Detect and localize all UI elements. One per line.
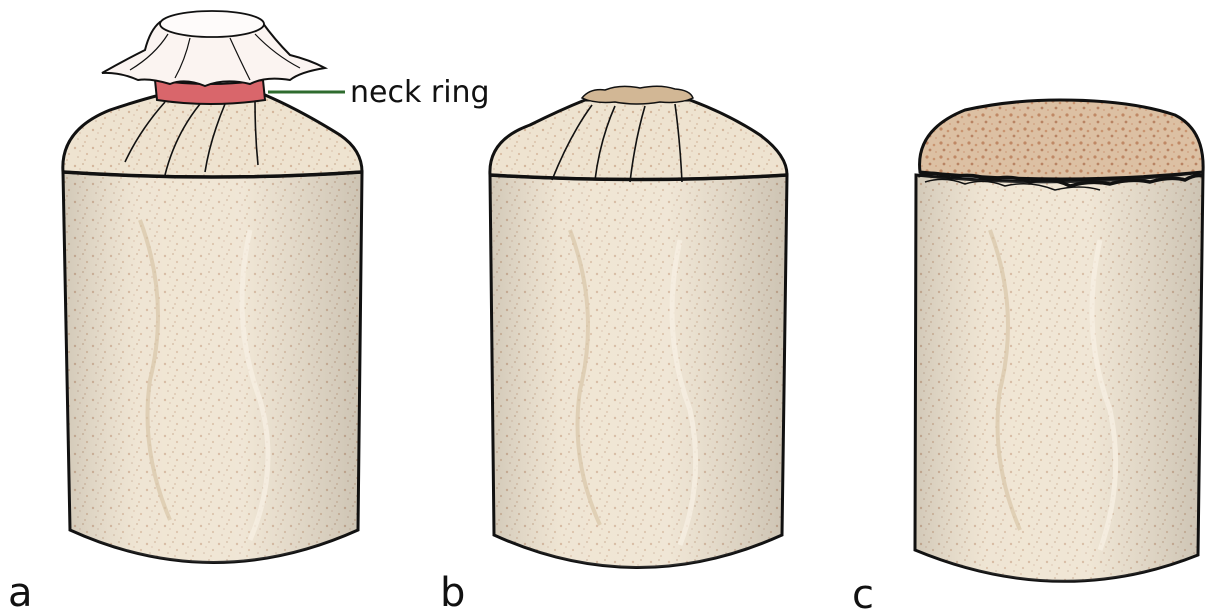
panel-letter-c: c	[852, 572, 874, 614]
bag-shoulder-a	[63, 95, 362, 177]
panel-b: b	[440, 86, 787, 614]
panel-c: c	[852, 100, 1203, 614]
panel-a: neck ring a	[8, 11, 490, 614]
panel-letter-b: b	[440, 570, 465, 614]
panel-letter-a: a	[8, 570, 33, 614]
neck-ring-label: neck ring	[350, 75, 490, 110]
gathered-neck-b	[582, 86, 693, 104]
exposed-substrate-top	[920, 100, 1204, 179]
bag-shoulder-b	[490, 100, 787, 180]
